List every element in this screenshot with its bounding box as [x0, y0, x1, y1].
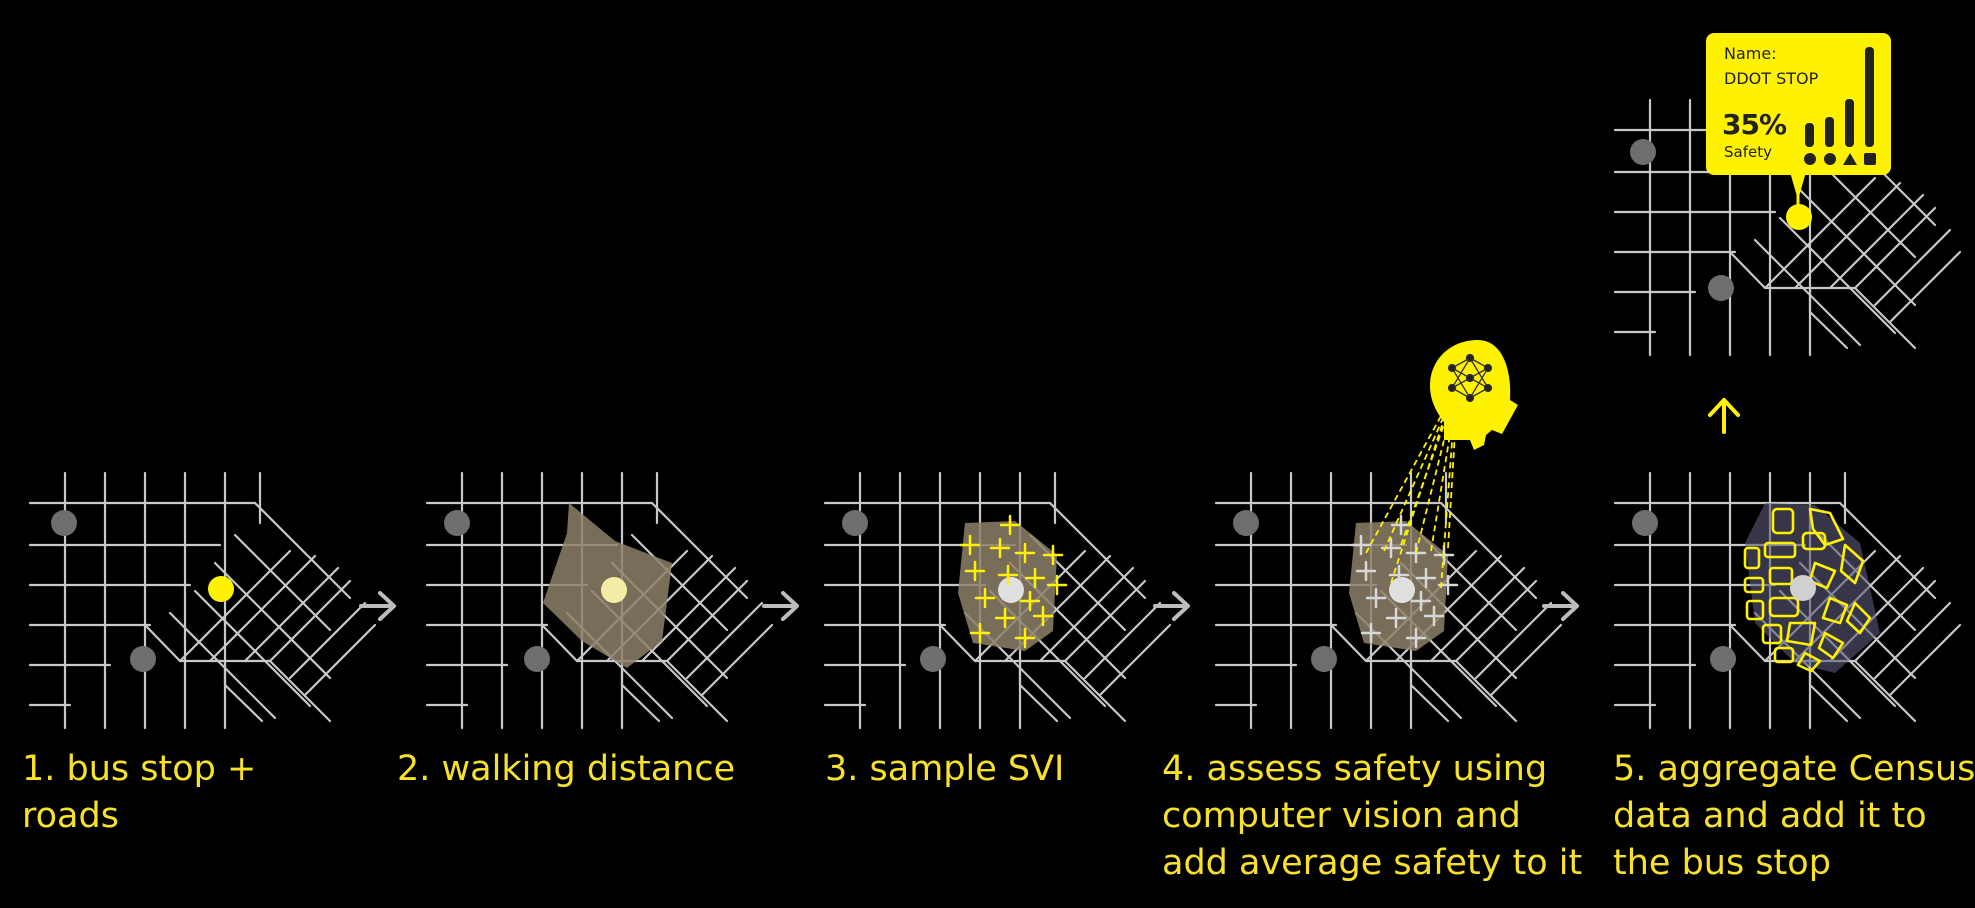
bus-stop-highlight — [1790, 575, 1816, 601]
bus-stop-highlight — [601, 577, 627, 603]
map-step-3 — [823, 471, 1172, 730]
bus-stop-grey — [1710, 646, 1736, 672]
map-result — [1613, 98, 1962, 357]
step-2-label: 2. walking distance — [397, 749, 736, 789]
bus-stop-grey — [842, 510, 868, 536]
bus-stop-info-card: Name: DDOT STOP 35% Safety — [1706, 33, 1891, 175]
bus-stop-highlight — [208, 576, 234, 602]
bus-stop-grey — [524, 646, 550, 672]
safety-value: 35% — [1722, 108, 1787, 141]
bus-stop-grey — [444, 510, 470, 536]
map-step-5 — [1613, 471, 1962, 730]
bus-stop-grey — [1630, 139, 1656, 165]
arrow-right-icon — [1542, 591, 1579, 621]
arrow-right-icon — [359, 591, 396, 621]
map-step-2 — [425, 471, 774, 730]
step-3-label: 3. sample SVI — [825, 749, 1065, 789]
bus-stop-grey — [1311, 646, 1337, 672]
bus-stop-grey — [1233, 510, 1259, 536]
bus-stop-grey — [130, 646, 156, 672]
name-value: DDOT STOP — [1724, 69, 1819, 88]
brain-head-icon — [1430, 340, 1518, 450]
bus-stop-selected — [1786, 204, 1812, 230]
arrow-right-icon — [762, 591, 799, 621]
bus-stop-grey — [1632, 510, 1658, 536]
bus-stop-grey — [1708, 275, 1734, 301]
bus-stop-grey — [51, 510, 77, 536]
arrow-up-icon — [1708, 398, 1740, 434]
arrow-right-icon — [1153, 591, 1190, 621]
name-label: Name: — [1724, 44, 1777, 63]
census-blocks — [1743, 507, 1872, 673]
map-step-4 — [1214, 415, 1563, 730]
bus-stop-highlight — [1389, 577, 1415, 603]
step-1-label: 1. bus stop +roads — [22, 749, 257, 836]
bus-stop-grey — [920, 646, 946, 672]
bar-chart-icon — [1804, 47, 1876, 165]
safety-label: Safety — [1724, 143, 1772, 161]
neural-network-icon — [1447, 353, 1493, 403]
map-step-1 — [28, 471, 377, 730]
bus-stop-highlight — [998, 577, 1024, 603]
